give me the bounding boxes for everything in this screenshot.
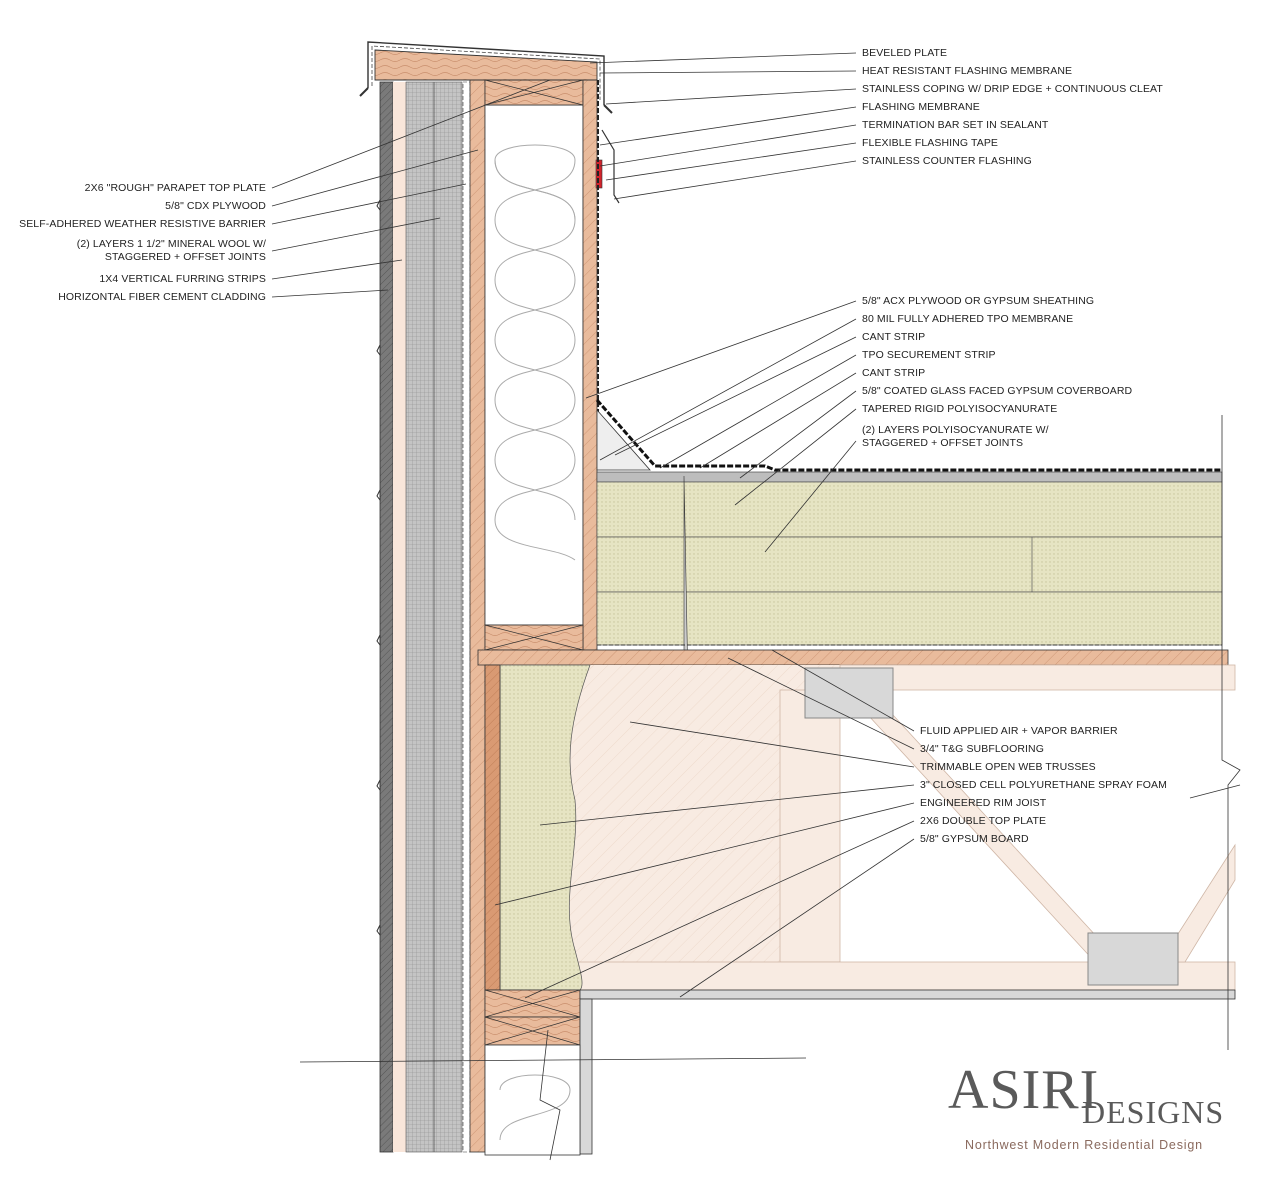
label-cant-strip-2: CANT STRIP (862, 367, 926, 379)
label-wrb: SELF-ADHERED WEATHER RESISTIVE BARRIER (19, 218, 266, 230)
gypsum-coverboard (596, 471, 1223, 483)
label-polyiso-layers-2: STAGGERED + OFFSET JOINTS (862, 437, 1024, 449)
tpo-membrane (595, 399, 1222, 472)
cdx-plywood (469, 79, 486, 1153)
label-mineral-wool: (2) LAYERS 1 1/2" MINERAL WOOL W/ (76, 238, 266, 250)
label-gypsum-board: 5/8" GYPSUM BOARD (920, 833, 1029, 845)
roof-level-plates (484, 624, 584, 651)
label-furring-strips: 1X4 VERTICAL FURRING STRIPS (99, 273, 266, 285)
label-stainless-coping: STAINLESS COPING W/ DRIP EDGE + CONTINUO… (862, 83, 1163, 95)
fiber-cement-cladding (376, 81, 394, 1153)
label-tapered-polyiso: TAPERED RIGID POLYISOCYANURATE (862, 403, 1058, 415)
rim-joist (484, 664, 501, 991)
lower-stud-cavity (484, 1044, 581, 1156)
logo-asiri: ASIRI (948, 1059, 1100, 1121)
label-tpo-membrane: 80 MIL FULLY ADHERED TPO MEMBRANE (862, 313, 1074, 325)
label-mineral-wool-2: STAGGERED + OFFSET JOINTS (104, 251, 266, 263)
weather-resistive-barrier (462, 81, 471, 1153)
spray-foam (499, 664, 591, 991)
label-counter-flashing: STAINLESS COUNTER FLASHING (862, 155, 1032, 167)
label-cant-strip-1: CANT STRIP (862, 331, 926, 343)
cant-strip (596, 408, 651, 471)
label-double-top-plate: 2X6 DOUBLE TOP PLATE (920, 815, 1047, 827)
label-polyiso-layers: (2) LAYERS POLYISOCYANURATE W/ (862, 424, 1049, 436)
logo-designs: DESIGNS (1082, 1094, 1225, 1130)
label-tpo-securement-strip: TPO SECUREMENT STRIP (862, 349, 996, 361)
parapet-top-plate (484, 79, 584, 106)
label-flashing-membrane: FLASHING MEMBRANE (862, 101, 980, 113)
double-top-plate (484, 989, 581, 1046)
leader-lines (271, 52, 915, 999)
logo-tagline: Northwest Modern Residential Design (965, 1138, 1203, 1152)
label-cladding: HORIZONTAL FIBER CEMENT CLADDING (58, 291, 266, 303)
furring-strips (393, 82, 406, 1152)
label-rim-joist: ENGINEERED RIM JOIST (920, 797, 1047, 809)
break-lines (299, 415, 1241, 1161)
polyiso-insulation (596, 481, 1223, 646)
label-flexible-flashing-tape: FLEXIBLE FLASHING TAPE (862, 137, 999, 149)
truss-connector-bottom (1087, 932, 1179, 986)
label-coverboard: 5/8" COATED GLASS FACED GYPSUM COVERBOAR… (862, 385, 1133, 397)
label-subflooring: 3/4" T&G SUBFLOORING (920, 743, 1044, 755)
gypsum-board (579, 989, 1236, 1155)
beveled-plate (374, 49, 598, 81)
label-termination-bar: TERMINATION BAR SET IN SEALANT (862, 119, 1049, 131)
label-parapet-top-plate: 2X6 "ROUGH" PARAPET TOP PLATE (84, 182, 266, 194)
label-beveled-plate: BEVELED PLATE (862, 47, 948, 59)
label-spray-foam: 3" CLOSED CELL POLYURETHANE SPRAY FOAM (920, 779, 1167, 791)
label-acx-plywood: 5/8" ACX PLYWOOD OR GYPSUM SHEATHING (862, 295, 1095, 307)
stainless-coping (359, 41, 620, 204)
parapet-stud-cavity (484, 104, 584, 626)
label-trusses: TRIMMABLE OPEN WEB TRUSSES (920, 761, 1096, 773)
subflooring (477, 649, 1229, 666)
acx-sheathing (582, 79, 598, 651)
truss-connector-top (804, 667, 894, 719)
label-cdx-plywood: 5/8" CDX PLYWOOD (165, 200, 266, 212)
label-air-vapor-barrier: FLUID APPLIED AIR + VAPOR BARRIER (920, 725, 1118, 737)
mineral-wool (405, 81, 463, 1153)
label-heat-resistant-flashing: HEAT RESISTANT FLASHING MEMBRANE (862, 65, 1073, 77)
